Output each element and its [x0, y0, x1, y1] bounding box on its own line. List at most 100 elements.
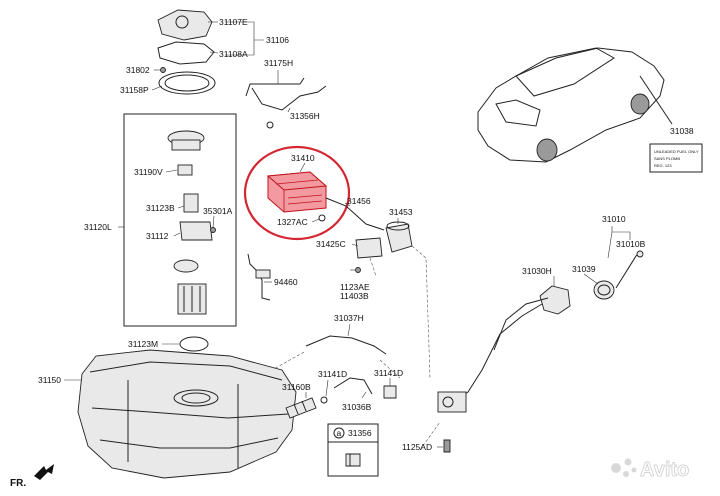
- front-label: FR.: [10, 478, 26, 489]
- leader-31410: [299, 162, 306, 173]
- label-31106: 31106: [266, 35, 289, 45]
- vehicle-outline: [477, 47, 673, 163]
- label-1123ae: 1123AE: [340, 282, 370, 292]
- tank-pump-opening: [173, 389, 219, 407]
- tank-top-ridge: [89, 361, 283, 381]
- label-31123b: 31123B: [146, 203, 175, 213]
- callout-box-31356: [327, 423, 379, 477]
- watermark-dot-4: [631, 467, 637, 473]
- sender-unit-94460: [255, 269, 271, 279]
- pump-strainer: [173, 259, 199, 273]
- leader-31108a: [209, 51, 219, 54]
- filler-neck-head: [539, 285, 571, 315]
- pump-module-parts: [167, 130, 216, 315]
- oring-35301a: [210, 227, 216, 233]
- fuel-hose-31175h-branch: [251, 85, 327, 111]
- lock-ring-31158p: [158, 71, 216, 95]
- leader-31039: [583, 273, 599, 285]
- hose-31037h: [305, 335, 387, 355]
- label-31112: 31112: [146, 231, 169, 241]
- tank-shell: [77, 349, 297, 479]
- label-11403b: 11403B: [340, 291, 369, 301]
- leader-31425c: [351, 243, 359, 247]
- canister-rib-1: [275, 179, 319, 185]
- clip-31356h: [266, 121, 274, 129]
- bolt-1123ae: [355, 267, 361, 273]
- filler-neck-vent: [493, 297, 549, 351]
- label-31108a: 31108A: [219, 49, 248, 59]
- leader-31356h: [287, 107, 291, 113]
- clip-31141d-left: [320, 396, 328, 404]
- canister-31410: [266, 171, 328, 222]
- tank-pump-opening-inner: [181, 392, 211, 404]
- label-31107e: 31107E: [219, 17, 248, 27]
- label-31410: 31410: [291, 153, 315, 163]
- leader-31108a-join: [225, 40, 255, 56]
- tank-seam: [91, 407, 289, 419]
- label-31175h: 31175H: [264, 58, 293, 68]
- leader-31141d-a: [325, 379, 329, 397]
- label-31425c: 31425C: [316, 239, 346, 249]
- fuel-cap-31039: [593, 280, 615, 300]
- label-31802: 31802: [126, 65, 150, 75]
- callout-letter: a: [337, 428, 342, 438]
- fuel-label-line1: UNLEADED FUEL ONLY: [654, 149, 699, 154]
- cover-gasket: [157, 41, 215, 65]
- cover-cap: [175, 15, 189, 29]
- leader-31158p: [151, 85, 163, 91]
- pump-module-bracket-31120l: [123, 113, 237, 327]
- leader-31112: [173, 232, 181, 237]
- car-body: [477, 47, 665, 163]
- watermark-text: Avito: [640, 459, 689, 481]
- bracket-31425c: [355, 237, 383, 259]
- car-hood-front: [495, 99, 541, 127]
- pump-flange-body: [171, 139, 201, 151]
- avito-watermark: Avito: [611, 458, 690, 481]
- label-31030h: 31030H: [522, 266, 552, 276]
- guide-filter-to-filler: [411, 245, 431, 379]
- hose-31036b: [333, 377, 373, 395]
- label-31010b: 31010B: [616, 239, 646, 249]
- label-94460: 94460: [274, 277, 298, 287]
- pump-cover-group: [157, 9, 216, 95]
- tank-bottom-ridge: [99, 437, 279, 449]
- car-rear-wheel: [630, 93, 650, 115]
- bolt-1125ad: [443, 439, 451, 453]
- watermark-dot-3: [623, 471, 629, 477]
- fuel-label-31038: [649, 143, 703, 173]
- label-31120l: 31120L: [84, 222, 112, 232]
- car-filler-pointer: [639, 75, 673, 125]
- label-1125ad: 1125AD: [402, 442, 432, 452]
- label-31453: 31453: [389, 207, 413, 217]
- label-31190v: 31190V: [134, 167, 163, 177]
- leader-31106: [225, 21, 264, 41]
- label-1327ac: 1327AC: [277, 217, 308, 227]
- clip-31141d-right: [383, 385, 397, 399]
- leader-31037h: [347, 323, 351, 337]
- leader-31010: [611, 226, 631, 240]
- watermark-dot-2: [624, 458, 632, 466]
- filler-neck-port: [442, 396, 454, 408]
- filler-neck-tube: [455, 303, 543, 401]
- pump-filter-31190v: [177, 164, 193, 176]
- canister-rib-2: [287, 194, 323, 199]
- label-31158p: 31158P: [120, 85, 149, 95]
- leader-31456: [344, 202, 351, 207]
- fuel-cap-inner: [597, 284, 611, 296]
- label-31456: 31456: [347, 196, 371, 206]
- label-31356h: 31356H: [290, 111, 320, 121]
- label-31037h: 31037H: [334, 313, 364, 323]
- label-31141d-b: 31141D: [374, 368, 403, 378]
- breather-rib-2: [301, 400, 307, 412]
- guide-hose-to-filler: [379, 359, 401, 379]
- clip-31356: [345, 453, 361, 467]
- label-31036b: 31036B: [342, 402, 372, 412]
- clip-1327ac: [318, 214, 326, 222]
- pump-cover-plate: [157, 9, 213, 41]
- lock-ring-inner: [164, 74, 210, 92]
- pressure-regulator-31123b: [183, 193, 199, 213]
- fuel-hose-31175h: [245, 77, 305, 97]
- canister-rib-3: [287, 200, 323, 205]
- car-roof-glass: [515, 47, 615, 97]
- leader-31190v: [165, 169, 178, 173]
